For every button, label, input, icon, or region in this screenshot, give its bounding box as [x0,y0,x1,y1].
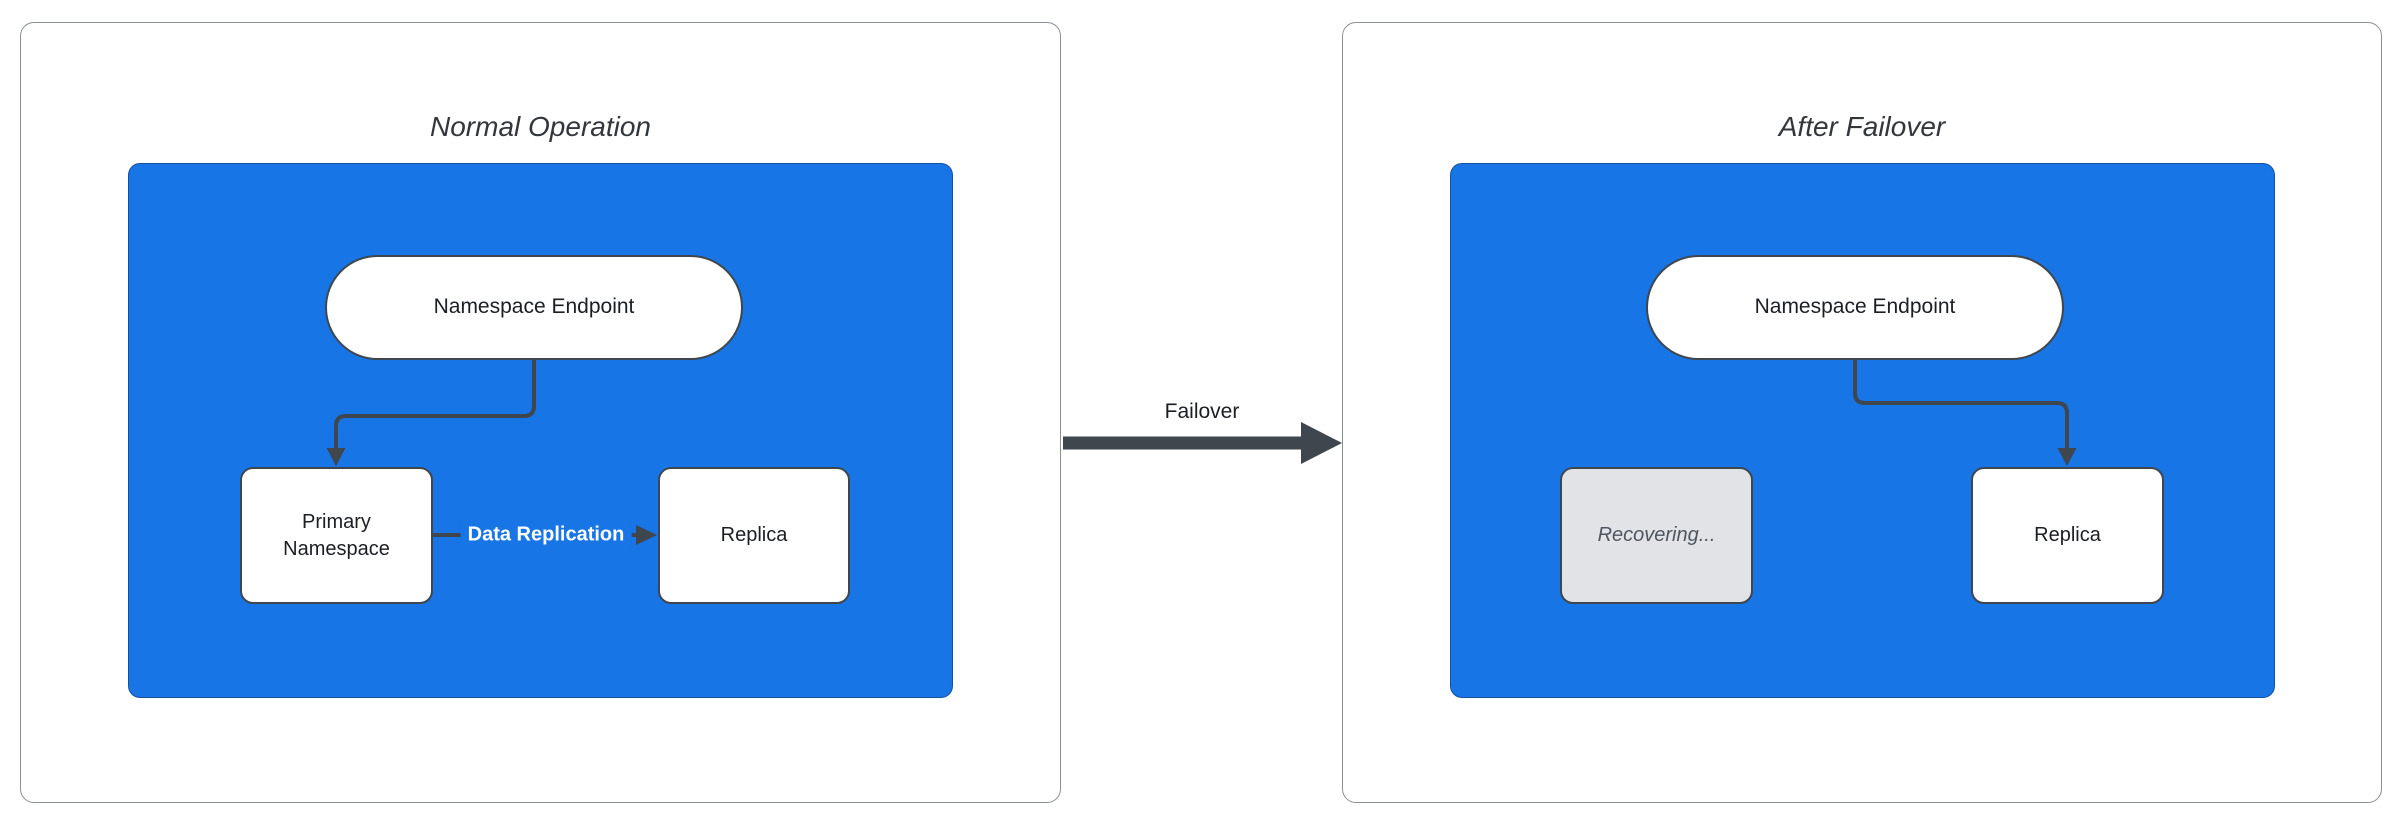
node-recovering: Recovering... [1560,467,1753,604]
namespace-container-normal [128,163,953,698]
panel-title-normal-operation: Normal Operation [430,111,651,142]
node-label: Namespace Endpoint [433,295,635,319]
panel-title-after-failover: After Failover [1778,111,1946,142]
node-label: Primary Namespace [283,510,390,560]
edge-label-failover: Failover [1164,400,1240,423]
node-label: Replica [2034,524,2101,546]
node-replica-failover: Replica [1971,467,2164,604]
node-label: Recovering... [1597,524,1716,546]
arrowhead-failover [1301,422,1342,464]
node-replica-normal: Replica [658,467,850,604]
node-label: Replica [720,524,788,546]
node-namespace-endpoint-normal: Namespace Endpoint [325,255,743,360]
edge-label-data-replication: Data Replication [460,520,632,550]
node-label: Namespace Endpoint [1754,295,1956,319]
node-primary-namespace: Primary Namespace [240,467,433,604]
namespace-container-failover [1450,163,2275,698]
node-namespace-endpoint-failover: Namespace Endpoint [1646,255,2064,360]
